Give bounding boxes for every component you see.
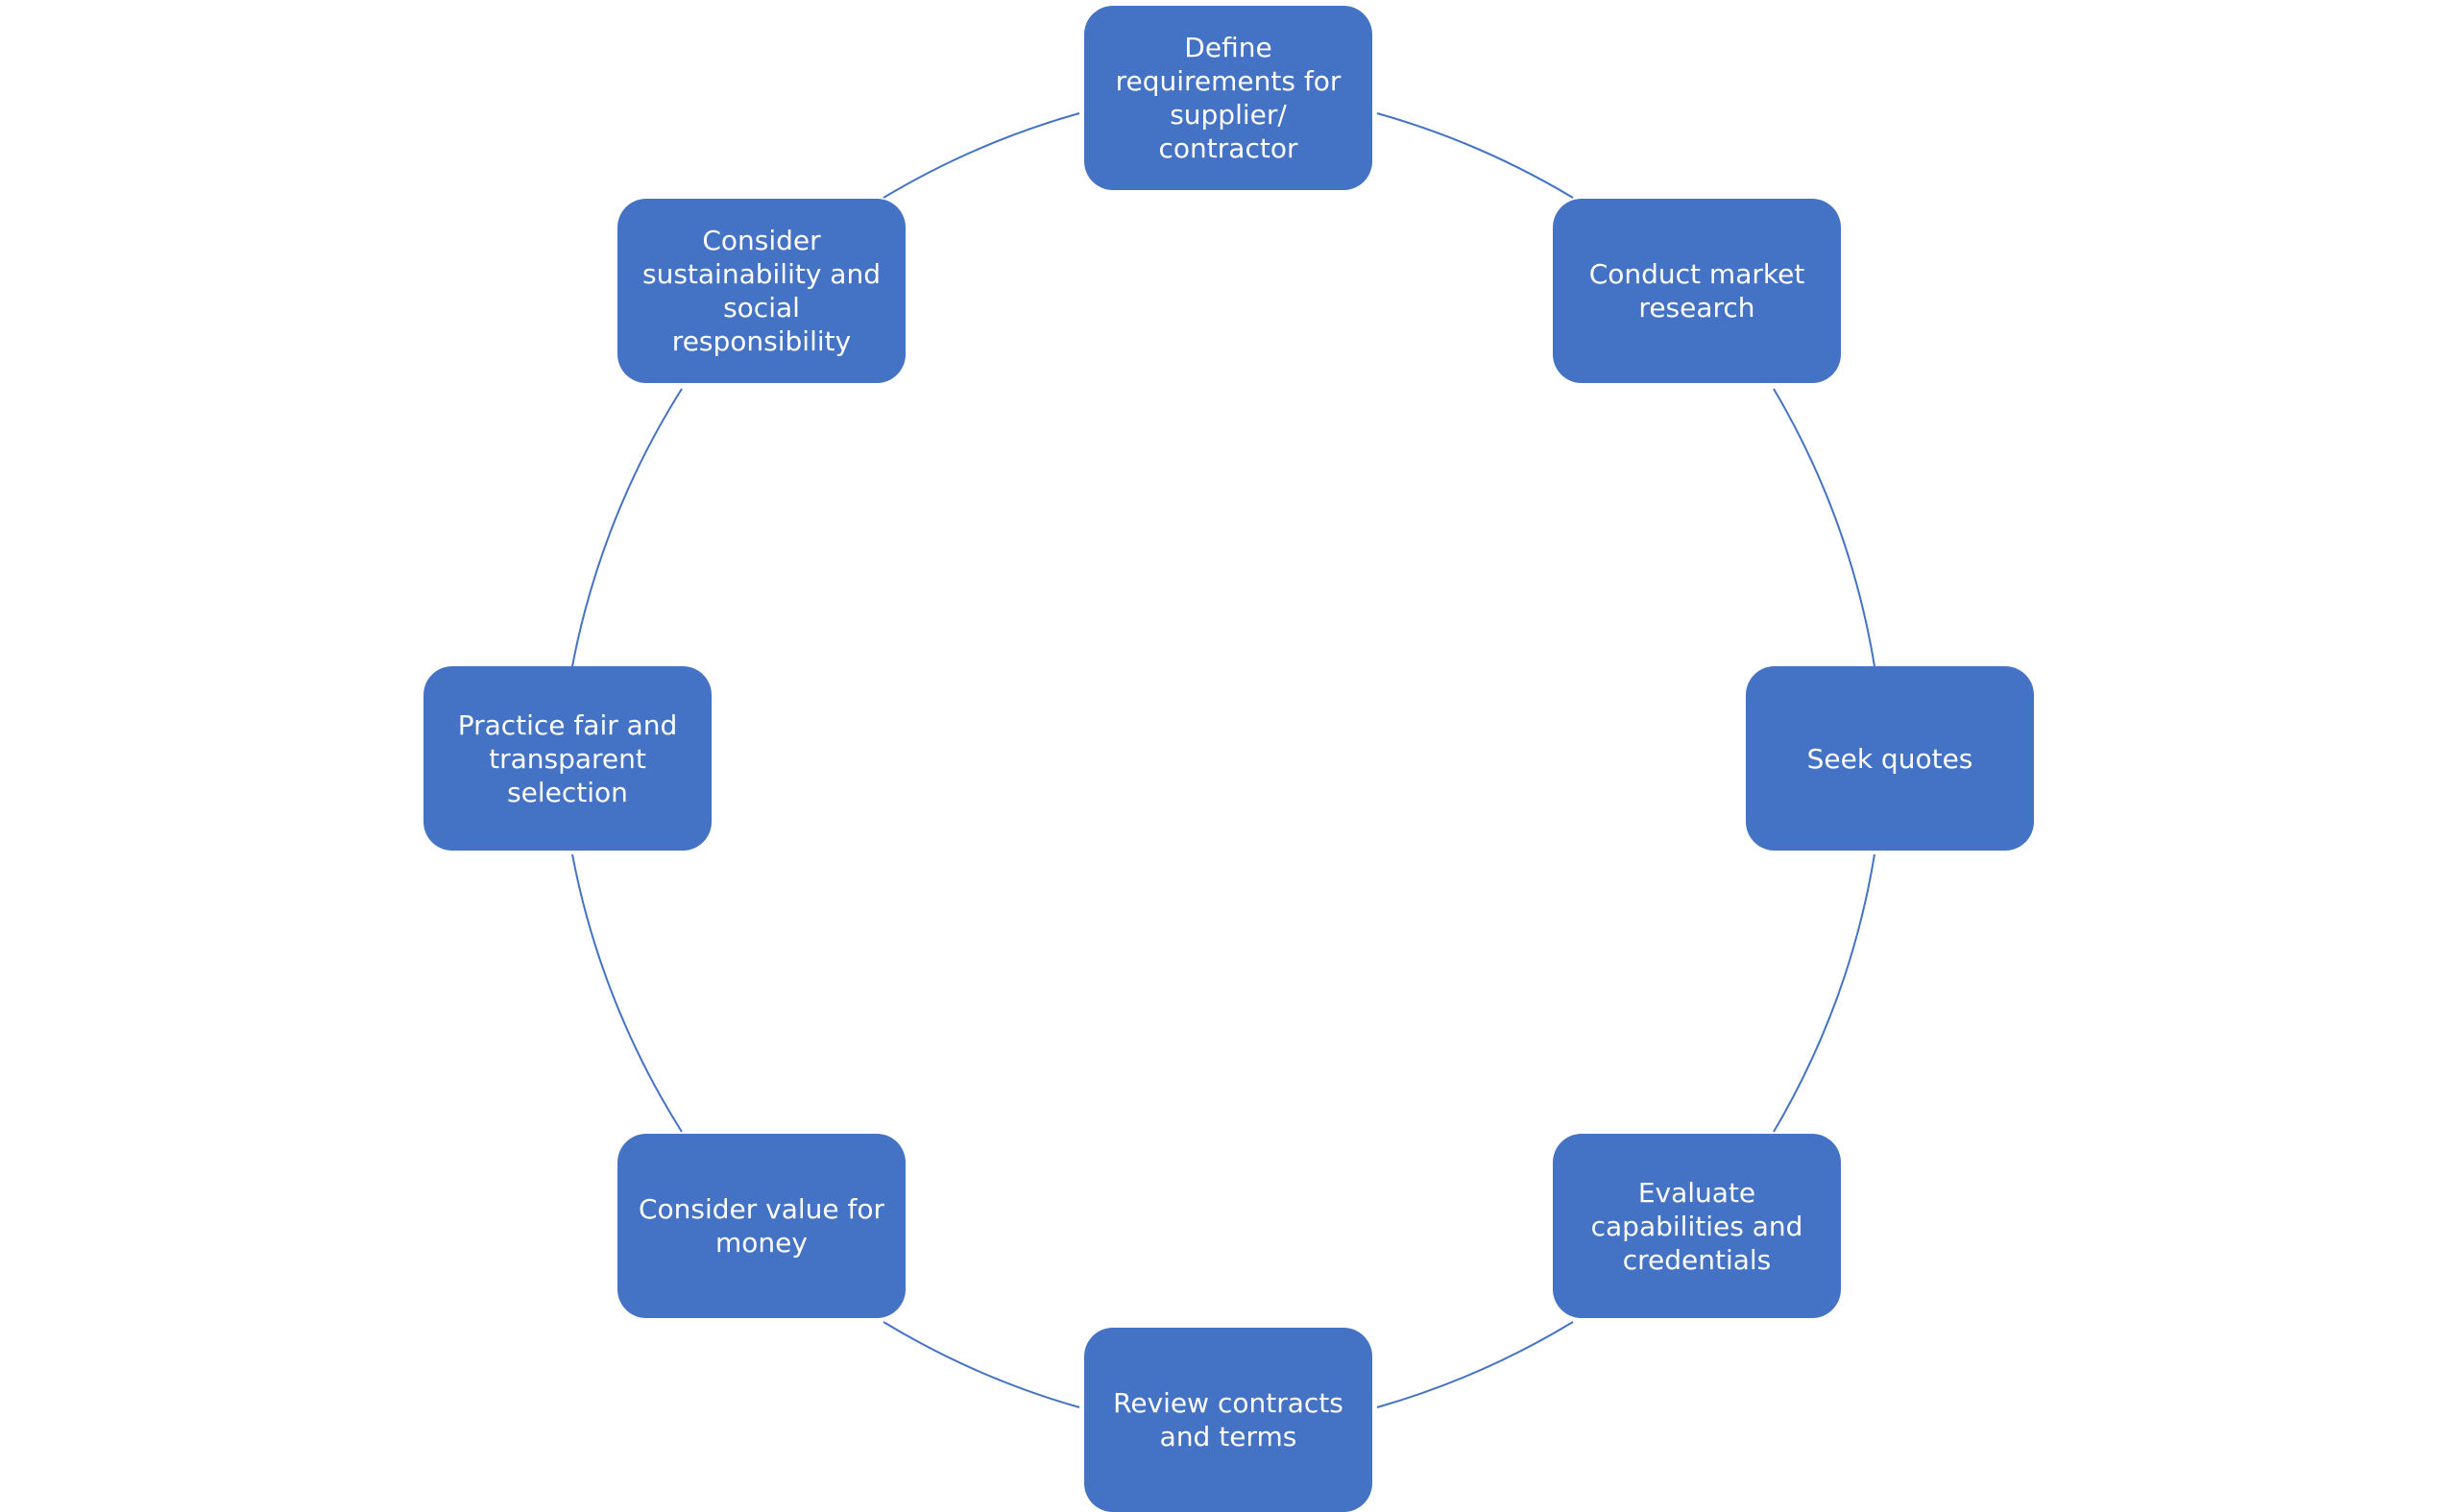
step-consider-value: Consider value for money (617, 1134, 906, 1318)
step-label: Seek quotes (1806, 742, 1973, 775)
step-label: Practice fair and transparent selection (457, 708, 678, 808)
step-define-requirements: Define requirements for supplier/ contra… (1084, 6, 1372, 190)
step-label: Review contracts and terms (1113, 1387, 1343, 1452)
step-label: Define requirements for supplier/ contra… (1115, 32, 1342, 164)
connector-quotes-to-evaluate (1773, 853, 1875, 1133)
connector-sustainability-to-define (883, 112, 1080, 199)
step-conduct-market-research: Conduct market research (1553, 199, 1841, 383)
connector-value-to-selection (571, 853, 683, 1133)
step-label: Evaluate capabilities and credentials (1590, 1176, 1803, 1276)
connector-research-to-quotes (1773, 388, 1875, 667)
connector-review-to-value (883, 1321, 1080, 1408)
connector-define-to-research (1376, 112, 1574, 199)
step-label: Consider value for money (638, 1193, 885, 1259)
step-label: Conduct market research (1588, 258, 1805, 324)
step-seek-quotes: Seek quotes (1746, 666, 2034, 851)
connector-selection-to-sustainability (571, 388, 683, 667)
step-fair-selection: Practice fair and transparent selection (423, 666, 712, 851)
step-review-contracts: Review contracts and terms (1084, 1328, 1372, 1512)
connector-evaluate-to-review (1376, 1321, 1574, 1408)
step-label: Consider sustainability and social respo… (642, 225, 881, 357)
step-evaluate-capabilities: Evaluate capabilities and credentials (1553, 1134, 1841, 1318)
step-sustainability: Consider sustainability and social respo… (617, 199, 906, 383)
